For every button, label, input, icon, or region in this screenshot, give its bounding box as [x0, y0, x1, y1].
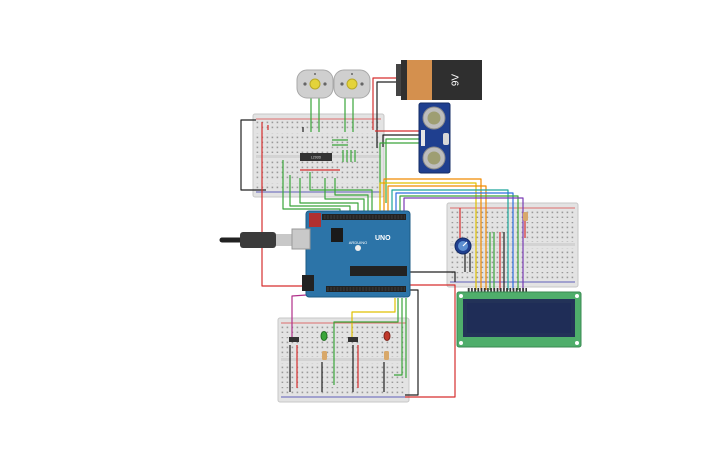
wire-green[interactable]	[385, 138, 420, 203]
resistor[interactable]	[322, 351, 327, 360]
led-green[interactable]	[320, 331, 328, 341]
wire-black[interactable]	[405, 289, 419, 396]
chip-label: L293D	[311, 155, 322, 159]
wire-yellow[interactable]	[379, 182, 477, 290]
wire-purple[interactable]	[403, 197, 524, 290]
potentiometer[interactable]	[454, 237, 472, 255]
dc-motor-right[interactable]	[333, 69, 371, 99]
dc-motor-left[interactable]	[296, 69, 334, 99]
wire-red[interactable]	[296, 345, 359, 388]
lcd-display[interactable]	[456, 288, 582, 348]
wire-black[interactable]	[289, 345, 354, 392]
wire-green[interactable]	[399, 195, 519, 290]
wire-red[interactable]	[405, 284, 456, 398]
wire-green[interactable]	[309, 172, 373, 215]
wire-red[interactable]	[261, 122, 318, 287]
wire-black[interactable]	[321, 362, 385, 392]
motor-driver-chip[interactable]: L293D	[300, 153, 332, 161]
arduino-brand: ARDUINO	[349, 240, 367, 245]
wire-green[interactable]	[334, 178, 369, 215]
wire-green[interactable]	[489, 232, 495, 290]
wire-green[interactable]	[299, 178, 359, 215]
wire-teal[interactable]	[391, 189, 509, 290]
wire-red[interactable]	[372, 77, 398, 130]
resistor[interactable]	[523, 212, 528, 221]
wire-black[interactable]	[464, 253, 471, 272]
ultrasonic-sensor[interactable]	[418, 102, 451, 174]
arduino-uno[interactable]: ARDUINO UNO	[291, 210, 411, 298]
wire-yellow[interactable]	[351, 298, 396, 340]
battery-9v[interactable]: 9V	[396, 60, 482, 100]
wire-orange[interactable]	[383, 178, 482, 290]
wire-black[interactable]	[382, 134, 420, 147]
usb-cable[interactable]	[219, 232, 294, 248]
push-button[interactable]	[348, 337, 358, 342]
wire-green[interactable]	[324, 178, 365, 215]
wire-black[interactable]	[240, 119, 266, 191]
wire-black[interactable]	[376, 81, 398, 148]
battery-label: 9V	[451, 74, 462, 87]
resistor[interactable]	[384, 351, 389, 360]
arduino-model: UNO	[375, 235, 391, 242]
led-red[interactable]	[383, 331, 391, 341]
wire-black[interactable]	[410, 271, 456, 282]
push-button[interactable]	[289, 337, 299, 342]
wire-green[interactable]	[394, 298, 403, 376]
wire-green[interactable]	[332, 139, 348, 146]
wire-blue[interactable]	[395, 192, 514, 290]
wire-green[interactable]	[333, 298, 399, 385]
wire-orange[interactable]	[387, 185, 487, 290]
wire-green[interactable]	[342, 150, 356, 162]
breadboard-bottom[interactable]	[277, 317, 410, 403]
